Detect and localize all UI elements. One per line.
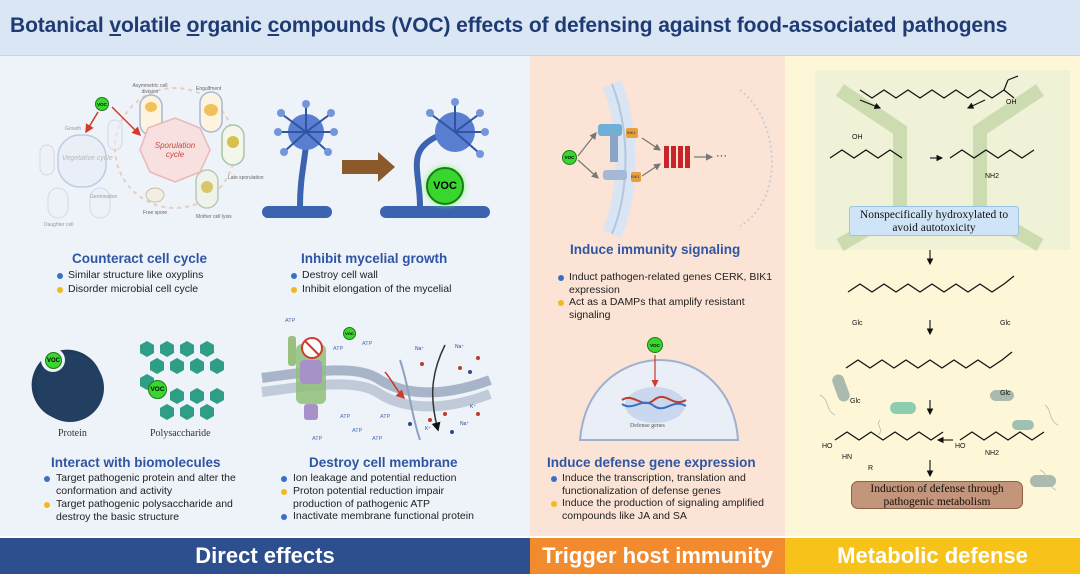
bullet-dot: [551, 476, 557, 482]
svg-text:ATP: ATP: [312, 436, 323, 442]
biomolecules-bullet-2: Target pathogenic polysaccharide and des…: [56, 498, 233, 523]
svg-text:K⁺: K⁺: [425, 426, 431, 432]
nh2-label-1: NH2: [985, 173, 1000, 180]
label-late-sporulation: Late sporulation: [228, 175, 264, 181]
membrane-bullet-1: Ion leakage and potential reduction: [293, 472, 457, 484]
footer-metabolic-defense: Metabolic defense: [785, 538, 1080, 574]
label-engulfment: Engulfment: [196, 86, 222, 92]
svg-text:ATP: ATP: [352, 428, 363, 434]
membrane-title: Destroy cell membrane: [309, 455, 458, 470]
ho-label: HO: [822, 443, 833, 450]
voc-badge-mycelial: VOC: [426, 167, 464, 205]
gene-expression-bullet-1: Induce the transcription, translation an…: [562, 472, 746, 497]
label-growth: Growth: [65, 126, 82, 132]
svg-text:Na⁺: Na⁺: [415, 346, 424, 352]
bullet-dot: [44, 502, 50, 508]
label-daughter: Daughter cell: [44, 222, 74, 228]
svg-text:Sporulation: Sporulation: [155, 141, 196, 150]
r-label: R: [868, 465, 874, 472]
svg-text:ATP: ATP: [285, 318, 296, 324]
voc-badge-cell-cycle: VOC: [95, 97, 109, 111]
voc-badge-protein: VOC: [45, 352, 62, 369]
bullet-dot: [281, 514, 287, 520]
defense-genes-label: Defense genes: [630, 423, 665, 429]
svg-text:ATP: ATP: [333, 346, 344, 352]
bik1-label-bottom: BIK1: [631, 174, 640, 179]
label-vegetative: Vegetative cycle: [62, 155, 113, 162]
hn-label: HN: [842, 454, 853, 461]
svg-text:ATP: ATP: [362, 341, 373, 347]
membrane-bullet-2: Proton potential reduction impair produc…: [293, 485, 445, 510]
label-mother-lysis: Mother cell lysis: [196, 214, 232, 220]
voc-badge-gene: VOC: [647, 337, 663, 353]
figure-title: Botanical volatile organic compounds (VO…: [10, 14, 1008, 37]
bullet-dot: [57, 273, 63, 279]
footer-host-immunity: Trigger host immunity: [530, 538, 785, 574]
label-germination: Germination: [90, 194, 118, 200]
ellipsis-label: ···: [716, 150, 727, 162]
label-free-spore: Free spore: [143, 210, 168, 216]
mycelial-bullet-2: Inhibit elongation of the mycelial: [302, 283, 452, 295]
bullet-dot: [281, 476, 287, 482]
mycelial-bullet-1: Destroy cell wall: [302, 269, 378, 281]
footer-direct-effects: Direct effects: [0, 538, 530, 574]
host-immunity-panel: [530, 56, 785, 536]
cell-cycle-bullet-1: Similar structure like oxyplins: [68, 269, 204, 281]
ho-label-2: HO: [955, 443, 966, 450]
bullet-dot: [291, 287, 297, 293]
voc-badge-polysaccharide: VOC: [148, 380, 167, 399]
glc-label-3: Glc: [850, 398, 861, 405]
svg-text:ATP: ATP: [340, 414, 351, 420]
voc-badge-membrane: VOC: [343, 327, 356, 340]
svg-text:Na⁺: Na⁺: [460, 421, 469, 427]
glc-label-1: Glc: [852, 320, 863, 327]
svg-text:K⁺: K⁺: [470, 404, 476, 410]
label-asymmetric: Asymmetric cell division: [132, 83, 168, 95]
biomolecules-title: Interact with biomolecules: [51, 455, 221, 470]
bullet-dot: [291, 273, 297, 279]
title-bar: Botanical volatile organic compounds (VO…: [0, 0, 1080, 56]
biomolecules-bullet-1: Target pathogenic protein and alter the …: [56, 472, 236, 497]
hydroxylation-box: Nonspecifically hydroxylated to avoid au…: [849, 206, 1019, 236]
cell-cycle-title: Counteract cell cycle: [72, 251, 208, 266]
svg-text:Na⁺: Na⁺: [455, 344, 464, 350]
bullet-dot: [558, 300, 564, 306]
bullet-dot: [551, 501, 557, 507]
immunity-title: Induce immunity signaling: [570, 242, 741, 257]
oh-label-2: OH: [852, 134, 863, 141]
oh-label-1: OH: [1006, 99, 1017, 106]
bullet-dot: [281, 489, 287, 495]
immunity-bullet-2: Act as a DAMPs that amplify resistant si…: [569, 296, 745, 321]
protein-label: Protein: [58, 428, 87, 439]
gene-expression-bullet-2: Induce the production of signaling ampli…: [562, 497, 764, 522]
polysaccharide-label: Polysaccharide: [150, 428, 211, 439]
nh2-label-2: NH2: [985, 450, 1000, 457]
svg-text:ATP: ATP: [372, 436, 383, 442]
bullet-dot: [44, 476, 50, 482]
membrane-bullet-3: Inactivate membrane functional protein: [293, 510, 474, 522]
induction-box: Induction of defense through pathogenic …: [851, 481, 1023, 509]
cell-cycle-bullet-2: Disorder microbial cell cycle: [68, 283, 199, 295]
glc-label-2: Glc: [1000, 320, 1011, 327]
bik1-label-top: BIK1: [627, 130, 636, 135]
mycelial-title: Inhibit mycelial growth: [301, 251, 448, 266]
bullet-dot: [57, 287, 63, 293]
gene-expression-title: Induce defense gene expression: [547, 455, 756, 470]
immunity-bullet-1: Induct pathogen-related genes CERK, BIK1…: [569, 271, 773, 296]
voc-badge-immunity: VOC: [562, 150, 577, 165]
svg-text:ATP: ATP: [380, 414, 391, 420]
svg-text:cycle: cycle: [166, 150, 185, 159]
bullet-dot: [558, 275, 564, 281]
glc-label-4: Glc: [1000, 390, 1011, 397]
